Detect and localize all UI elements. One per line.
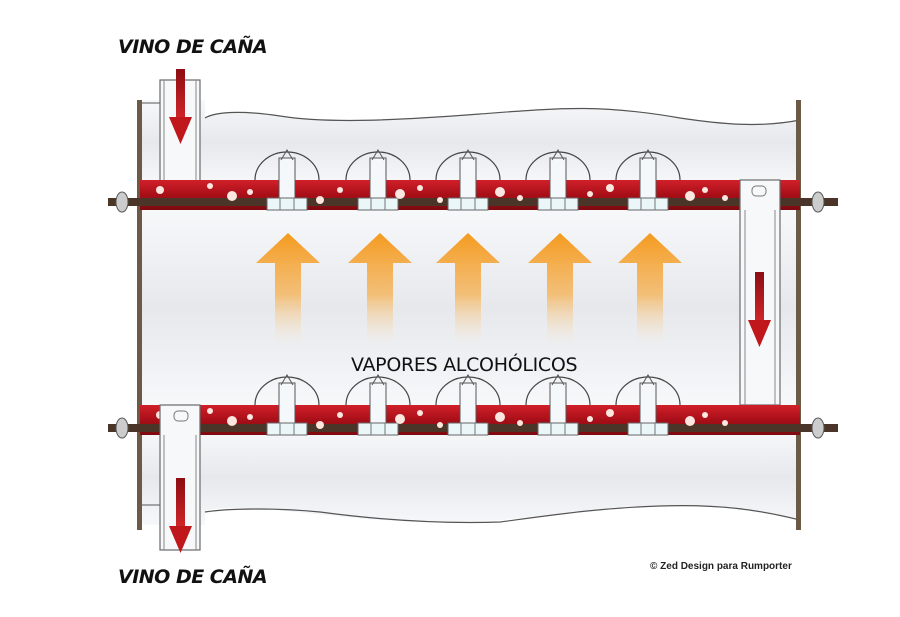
lower-plate-bubble — [702, 412, 708, 418]
upper-plate-bubble — [437, 197, 443, 203]
lower-plate-bubble — [685, 416, 695, 426]
upper-tray — [108, 149, 838, 213]
upper-plate-bubble — [337, 187, 343, 193]
upper-right-nut — [811, 191, 825, 213]
upper-plate-bubble — [417, 185, 423, 191]
lower-bubble-cap — [345, 374, 411, 436]
upper-plate-bubble — [606, 184, 614, 192]
column-top-section — [140, 100, 800, 185]
lower-left-nut — [115, 417, 129, 439]
column-bottom-wave — [204, 505, 801, 524]
lower-right-nut — [811, 417, 825, 439]
lower-bubble-cap — [254, 374, 320, 436]
upper-plate-bubble — [685, 191, 695, 201]
vapors-label: VAPORES ALCOHÓLICOS — [351, 354, 578, 376]
lower-bubble-cap — [525, 374, 591, 436]
lower-plate-bubble — [337, 412, 343, 418]
upper-plate-bubble — [156, 186, 164, 194]
lower-plate-bubble — [227, 416, 237, 426]
upper-plate-bubble — [517, 195, 523, 201]
lower-plate-bubble — [606, 409, 614, 417]
inlet-label: VINO DE CAÑA — [118, 36, 268, 58]
upper-plate-bubble — [247, 189, 253, 195]
lower-plate-bubble — [247, 414, 253, 420]
upper-plate-bubble — [227, 191, 237, 201]
lower-plate-bubble — [316, 421, 324, 429]
credit-text: © Zed Design para Rumporter — [650, 561, 792, 572]
vapor-up-arrow — [528, 233, 592, 345]
vapor-up-arrow — [256, 233, 320, 345]
vapor-up-arrow — [436, 233, 500, 345]
right-wall — [796, 100, 801, 530]
left-wall — [137, 100, 142, 530]
upper-plate-bubble — [495, 187, 505, 197]
outlet-flow-arrow — [169, 478, 192, 553]
outlet-label: VINO DE CAÑA — [118, 566, 268, 588]
upper-bubble-cap — [345, 149, 411, 211]
upper-bubble-cap — [254, 149, 320, 211]
upper-plate-bubble — [722, 195, 728, 201]
column-top-wave — [204, 107, 801, 126]
vapor-up-arrow — [348, 233, 412, 345]
vapor-up-arrow — [618, 233, 682, 345]
lower-plate-bubble — [495, 412, 505, 422]
upper-bubble-cap — [615, 149, 681, 211]
lower-plate-bubble — [395, 414, 405, 424]
upper-plate-bubble — [587, 191, 593, 197]
lower-plate-bubble — [207, 408, 213, 414]
lower-plate-bubble — [722, 420, 728, 426]
upper-left-nut — [115, 191, 129, 213]
upper-plate-bubble — [702, 187, 708, 193]
lower-plate-bubble — [517, 420, 523, 426]
lower-tray — [108, 374, 838, 439]
lower-plate-bubble — [417, 410, 423, 416]
upper-plate-bubble — [316, 196, 324, 204]
downcomer-flow-arrow — [748, 272, 771, 347]
column-bottom-section — [140, 430, 800, 525]
upper-bubble-cap — [435, 149, 501, 211]
lower-bubble-cap — [435, 374, 501, 436]
upper-plate-bubble — [395, 189, 405, 199]
lower-bubble-cap — [615, 374, 681, 436]
upper-plate-bubble — [207, 183, 213, 189]
upper-bubble-cap — [525, 149, 591, 211]
lower-plate-bubble — [437, 422, 443, 428]
lower-plate-bubble — [587, 416, 593, 422]
inlet-flow-arrow — [169, 69, 192, 144]
